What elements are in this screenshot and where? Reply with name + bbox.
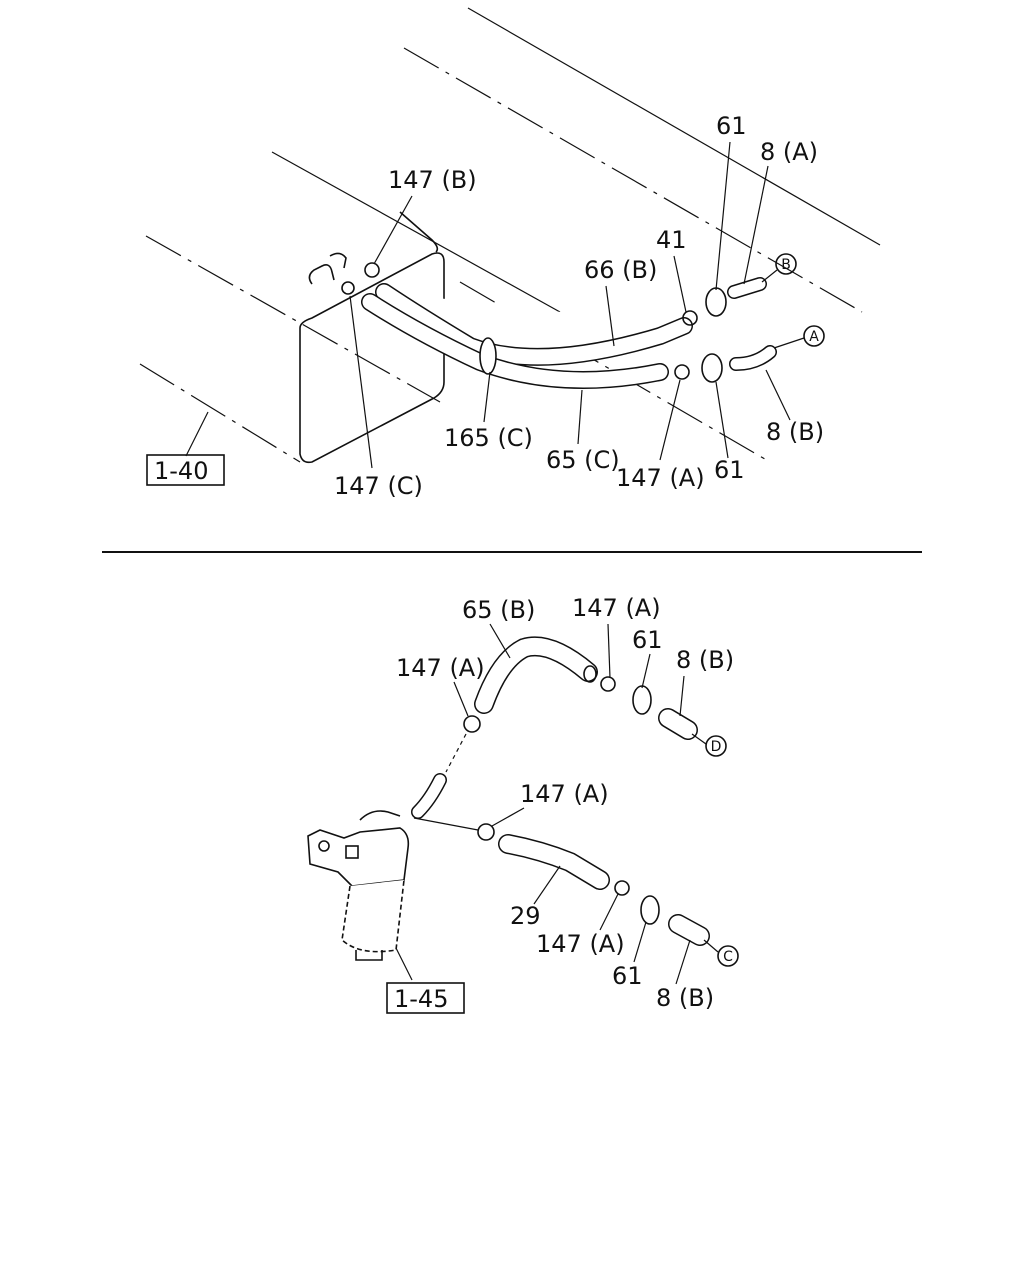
clamp-147b	[364, 262, 380, 278]
leader-65c	[577, 389, 583, 445]
band-165c	[479, 337, 497, 375]
label-147a-b3: 147 (A)	[520, 780, 609, 808]
connector-a-circle	[803, 325, 825, 347]
leader-29	[533, 865, 561, 905]
hose-65b-end	[583, 665, 597, 683]
leader-165c	[483, 371, 491, 423]
clamp-147a-top	[674, 364, 690, 380]
dashed-link-2	[413, 817, 479, 831]
label-147b: 147 (B)	[388, 166, 477, 194]
label-147a-b1: 147 (A)	[572, 594, 661, 622]
label-8b-b2: 8 (B)	[656, 984, 714, 1012]
filter-fitting	[345, 845, 359, 859]
label-147a: 147 (A)	[616, 464, 705, 492]
frame-line-2	[403, 47, 863, 313]
label-61-top: 61	[716, 112, 747, 140]
clamp-147a-1	[463, 715, 481, 733]
leader-1-40	[185, 411, 209, 457]
clamp-61-upper	[705, 287, 727, 317]
leader-66b	[605, 285, 615, 347]
connector-b-letter: B	[781, 257, 791, 273]
label-8b: 8 (B)	[766, 418, 824, 446]
label-61-b2: 61	[612, 962, 643, 990]
clamp-147a-4	[614, 880, 630, 896]
leader-61-bottom	[715, 381, 729, 459]
clamp-147a-3	[477, 823, 495, 841]
label-65c: 65 (C)	[546, 446, 620, 474]
connector-a-letter: A	[809, 329, 819, 345]
label-65b: 65 (B)	[462, 596, 535, 624]
leader-147a-4	[599, 893, 619, 931]
fuel-filter-assembly: 1-45 D C 65 (B) 147 (A) 147 (A) 61 8 (B)…	[307, 594, 739, 1014]
leader-1-45	[395, 947, 413, 981]
leader-61-b2	[633, 921, 647, 963]
connector-a-leader	[773, 337, 805, 349]
leader-8b-b1	[679, 675, 685, 717]
connector-d-circle	[705, 735, 727, 757]
label-8b-b1: 8 (B)	[676, 646, 734, 674]
leader-147a-3	[491, 807, 525, 827]
connector-c-letter: C	[723, 949, 733, 965]
ref-box-1-40-text: 1-40	[154, 457, 208, 485]
tank-outlet-fitting	[308, 252, 347, 285]
frame-line-1	[467, 7, 881, 246]
leader-65b	[489, 623, 511, 659]
ref-box-1-40	[146, 454, 225, 486]
label-8a: 8 (A)	[760, 138, 818, 166]
frame-line-3	[271, 151, 561, 313]
frame-line-6	[139, 363, 301, 463]
filter-drain	[355, 950, 383, 961]
clamp-61-lower	[701, 353, 723, 383]
fuel-tank-assembly: B A 61 8 (A) 147 (B) 41 66 (B) 165 (C) 6…	[139, 7, 881, 500]
filter-head-pipe	[359, 810, 401, 821]
ref-box-1-45	[386, 982, 465, 1014]
clamp-147a-2	[600, 676, 616, 692]
fuel-tank-body	[299, 252, 445, 464]
label-165c: 165 (C)	[444, 424, 533, 452]
clamp-61-bottom-2	[640, 895, 660, 925]
filter-bolt-hole	[318, 840, 330, 852]
leader-147c	[349, 295, 373, 469]
connector-b-leader	[761, 269, 778, 283]
leader-147b	[373, 195, 413, 265]
fuel-tank-top-edge	[399, 211, 439, 253]
clamp-61-bottom-1	[632, 685, 652, 715]
label-61-bottom: 61	[714, 456, 745, 484]
leader-147a-2	[453, 681, 469, 717]
label-147c: 147 (C)	[334, 472, 423, 500]
connector-c-circle	[717, 945, 739, 967]
leader-8b-b2	[675, 939, 691, 985]
leader-61-top	[715, 141, 731, 291]
connector-d-letter: D	[711, 739, 722, 755]
ref-box-1-45-text: 1-45	[394, 985, 448, 1013]
leader-8b	[765, 369, 791, 421]
label-66b: 66 (B)	[584, 256, 657, 284]
dashed-link-1	[445, 733, 467, 773]
leader-8a	[743, 165, 769, 285]
label-147a-b4: 147 (A)	[536, 930, 625, 958]
leader-147a	[659, 379, 681, 461]
leader-61-b1	[641, 653, 651, 689]
clamp-41	[682, 310, 698, 326]
connector-c-leader	[703, 939, 719, 953]
frame-line-4	[145, 235, 441, 403]
connector-d-leader	[691, 733, 707, 745]
clamp-147c	[341, 281, 355, 295]
label-147a-b2: 147 (A)	[396, 654, 485, 682]
label-41: 41	[656, 226, 687, 254]
leader-41	[673, 255, 687, 313]
label-29: 29	[510, 902, 541, 930]
filter-bowl	[341, 879, 405, 953]
label-61-b1: 61	[632, 626, 663, 654]
leader-147a-1	[607, 623, 611, 679]
connector-b-circle	[775, 253, 797, 275]
